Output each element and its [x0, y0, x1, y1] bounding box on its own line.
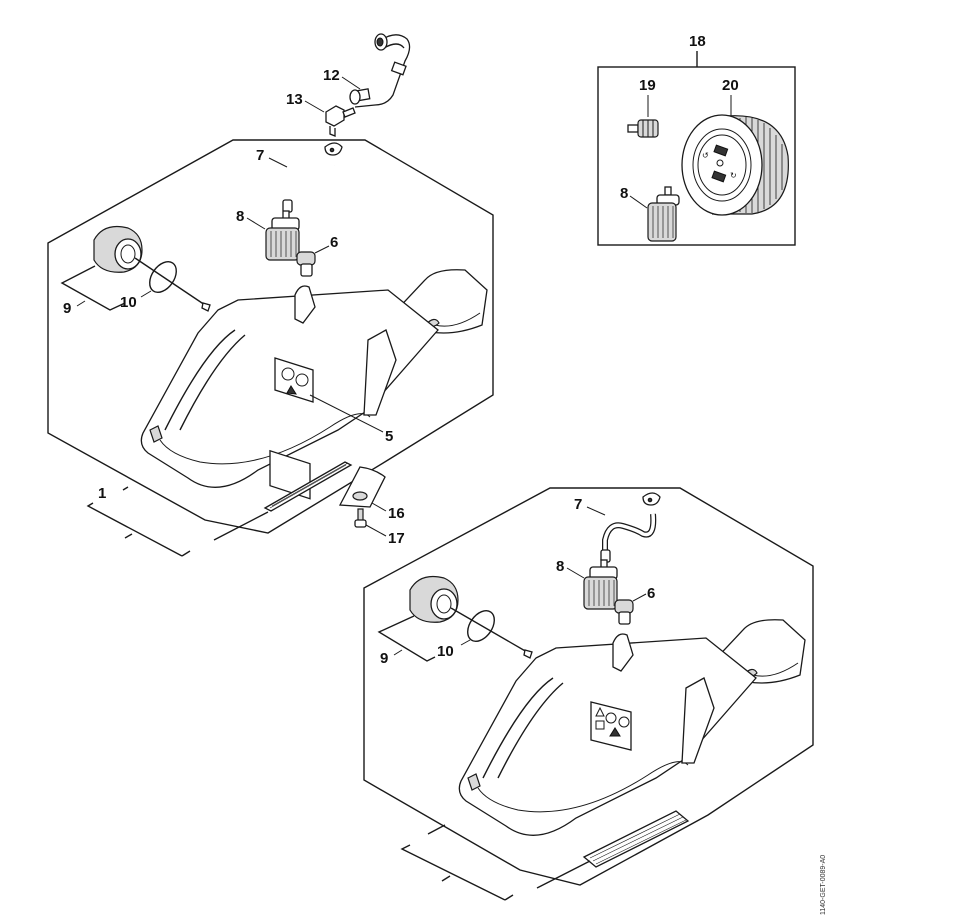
- kit-box: [597, 66, 796, 246]
- leader-line-8-kit: [629, 195, 648, 209]
- leader-line-10-upper: [140, 290, 152, 298]
- warning-decal-lower: [590, 701, 632, 751]
- leader-line-7-lower: [586, 506, 606, 516]
- warning-decal-upper: [274, 357, 314, 403]
- leader-line-8-lower: [566, 567, 585, 579]
- callout-16: 16: [388, 505, 405, 522]
- screw-part: [354, 508, 367, 528]
- callout-9-lower: 9: [380, 650, 388, 667]
- callout-7-lower: 7: [574, 496, 582, 513]
- pickup-body-part-lower: [583, 559, 618, 610]
- housing-lower-bottom-edge: [536, 860, 591, 889]
- leader-line-5: [309, 394, 384, 433]
- callout-10-lower: 10: [437, 643, 454, 660]
- housing-1-lower-edge: [213, 511, 269, 541]
- leader-line-7-upper: [268, 157, 288, 168]
- callout-9-upper: 9: [63, 300, 71, 317]
- elbow-fitting-part: [325, 105, 356, 137]
- leader-line-6-upper: [314, 245, 330, 254]
- leader-line-8-upper: [246, 217, 266, 230]
- bracket-9-lower: [377, 615, 436, 662]
- bracket-1-end: [181, 550, 191, 557]
- kit-pickup-body-part: [647, 186, 680, 242]
- bracket-lower-tick-a: [427, 824, 446, 835]
- bracket-1-tick: [124, 533, 133, 539]
- callout-10-upper: 10: [120, 294, 137, 311]
- rubber-strip-part-lower: [582, 810, 690, 868]
- leader-line-16: [371, 502, 387, 512]
- housing-lower-outline: [363, 487, 814, 886]
- fuel-hose-part-upper: [282, 142, 343, 213]
- callout-6-upper: 6: [330, 234, 338, 251]
- warning-label: [269, 449, 311, 500]
- leader-line-9-upper: [76, 300, 86, 307]
- tank-housing-part-upper: [140, 269, 488, 500]
- callout-17: 17: [388, 530, 405, 547]
- svg-text:↻: ↻: [730, 171, 737, 180]
- plate-part: [338, 466, 386, 508]
- leader-line-17: [365, 524, 387, 537]
- callout-8-upper: 8: [236, 208, 244, 225]
- bracket-1: [86, 502, 183, 557]
- callout-19: 19: [639, 77, 656, 94]
- callout-5: 5: [385, 428, 393, 445]
- fuel-hose-part-lower: [600, 492, 661, 563]
- leader-line-12: [341, 76, 361, 90]
- oil-pump-part-upper: [93, 225, 211, 312]
- hose-connector-part: [349, 33, 411, 108]
- pickup-body-part-upper: [265, 210, 300, 261]
- callout-1: 1: [98, 485, 106, 502]
- leader-line-13: [304, 100, 325, 113]
- kit-filter-part: ↺ ↻: [681, 114, 789, 216]
- callout-8-lower: 8: [556, 558, 564, 575]
- rubber-strip-part-upper: [263, 461, 353, 512]
- oil-pump-part-lower: [409, 575, 533, 659]
- callout-12: 12: [323, 67, 340, 84]
- leader-line-9-lower: [393, 649, 403, 656]
- leader-line-1: [122, 486, 129, 491]
- oring-part-upper: [149, 261, 177, 293]
- bracket-lower: [400, 844, 506, 901]
- leader-line-10-lower: [460, 639, 471, 646]
- tank-vent-part-lower: [614, 599, 634, 625]
- callout-13: 13: [286, 91, 303, 108]
- tank-housing-part-lower: [458, 619, 806, 836]
- oring-part-lower: [467, 610, 495, 642]
- callout-7-upper: 7: [256, 147, 264, 164]
- bracket-lower-tick-b: [441, 875, 451, 882]
- svg-text:↺: ↺: [702, 151, 709, 160]
- bracket-lower-end: [504, 894, 514, 901]
- callout-8-kit: 8: [620, 185, 628, 202]
- callout-6-lower: 6: [647, 585, 655, 602]
- kit-valve-part: [627, 119, 659, 138]
- bracket-9-upper: [60, 265, 126, 311]
- drawing-code: 1140-GET-0089-A0: [820, 855, 827, 915]
- callout-20: 20: [722, 77, 739, 94]
- leader-line-6-lower: [632, 593, 647, 602]
- tank-vent-part-upper: [296, 251, 316, 277]
- callout-18: 18: [689, 33, 706, 50]
- housing-1-outline: [47, 139, 494, 534]
